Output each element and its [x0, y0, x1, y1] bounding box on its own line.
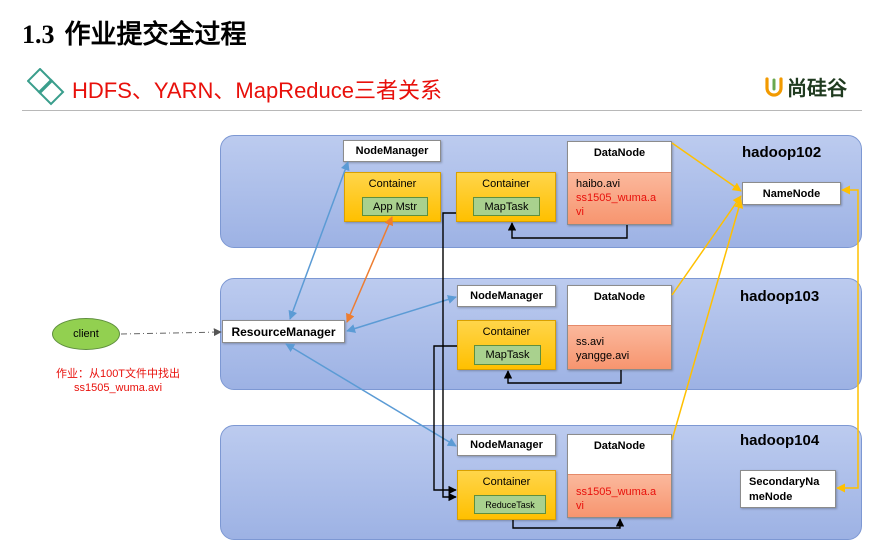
app-master-task: App Mstr [362, 197, 428, 216]
file-name: ss.avi [576, 336, 605, 348]
datanode-hadoop103: DataNode ss.avi yangge.avi [567, 285, 672, 370]
container-label: Container [482, 178, 530, 190]
container-maptask-hadoop102: Container MapTask [456, 172, 556, 222]
job-description-line: 作业：从100T文件中找出 [55, 368, 181, 380]
secondary-namenode-label-line: meNode [749, 491, 793, 503]
container-label: Container [482, 476, 531, 488]
container-reducetask-hadoop104: Container ReduceTask [457, 470, 556, 520]
arrow-client-resourcemanager [120, 328, 222, 337]
client-node: client [52, 318, 120, 350]
job-description: 作业：从100T文件中找出 ss1505_wuma.avi [38, 367, 198, 395]
datanode-hadoop104: DataNode ss1505_wuma.a vi [567, 434, 672, 518]
file-name: yangge.avi [576, 350, 630, 362]
host-label-hadoop104: hadoop104 [740, 432, 820, 449]
file-name: haibo.avi [576, 178, 621, 190]
diamond-icon [26, 67, 65, 106]
target-file-name: vi [576, 206, 584, 218]
nodemanager-hadoop103: NodeManager [457, 285, 556, 307]
job-description-line: ss1505_wuma.avi [73, 382, 163, 394]
datanode-file-list: ss.avi yangge.avi [568, 325, 671, 369]
datanode-file-list: haibo.avi ss1505_wuma.a vi [568, 172, 671, 224]
nodemanager-hadoop102: NodeManager [343, 140, 441, 162]
secondary-namenode-label-line: SecondaryNa [749, 476, 820, 488]
nodemanager-hadoop104: NodeManager [457, 434, 556, 456]
host-label-hadoop102: hadoop102 [742, 144, 822, 161]
slide-subtitle: HDFS、YARN、MapReduce三者关系 [72, 78, 443, 103]
target-file-name: ss1505_wuma.a [576, 486, 657, 498]
section-number: 1.3 [22, 20, 55, 49]
logo-icon [764, 76, 784, 103]
map-task: MapTask [473, 197, 540, 216]
page-title: 1.3 作业提交全过程 [22, 16, 247, 53]
datanode-label: DataNode [593, 147, 646, 159]
header-divider [22, 110, 862, 111]
brand-logo: 尚硅谷 [764, 76, 847, 103]
resourcemanager: ResourceManager [222, 320, 345, 343]
datanode-file-list: ss1505_wuma.a vi [568, 474, 671, 517]
datanode-label: DataNode [593, 291, 646, 303]
reduce-task: ReduceTask [474, 495, 546, 514]
container-label: Container [482, 326, 531, 338]
logo-text: 尚硅谷 [787, 78, 847, 100]
container-label: Container [368, 178, 417, 190]
namenode: NameNode [742, 182, 841, 205]
map-task: MapTask [474, 345, 541, 365]
container-maptask-hadoop103: Container MapTask [457, 320, 556, 370]
secondary-namenode: SecondaryNa meNode [740, 470, 836, 508]
datanode-hadoop102: DataNode haibo.avi ss1505_wuma.a vi [567, 141, 672, 225]
target-file-name: ss1505_wuma.a [576, 192, 657, 204]
target-file-name: vi [576, 500, 584, 512]
host-label-hadoop103: hadoop103 [740, 288, 820, 305]
container-appmaster-hadoop102: Container App Mstr [344, 172, 441, 222]
datanode-label: DataNode [593, 440, 646, 452]
section-title: 作业提交全过程 [64, 19, 247, 49]
